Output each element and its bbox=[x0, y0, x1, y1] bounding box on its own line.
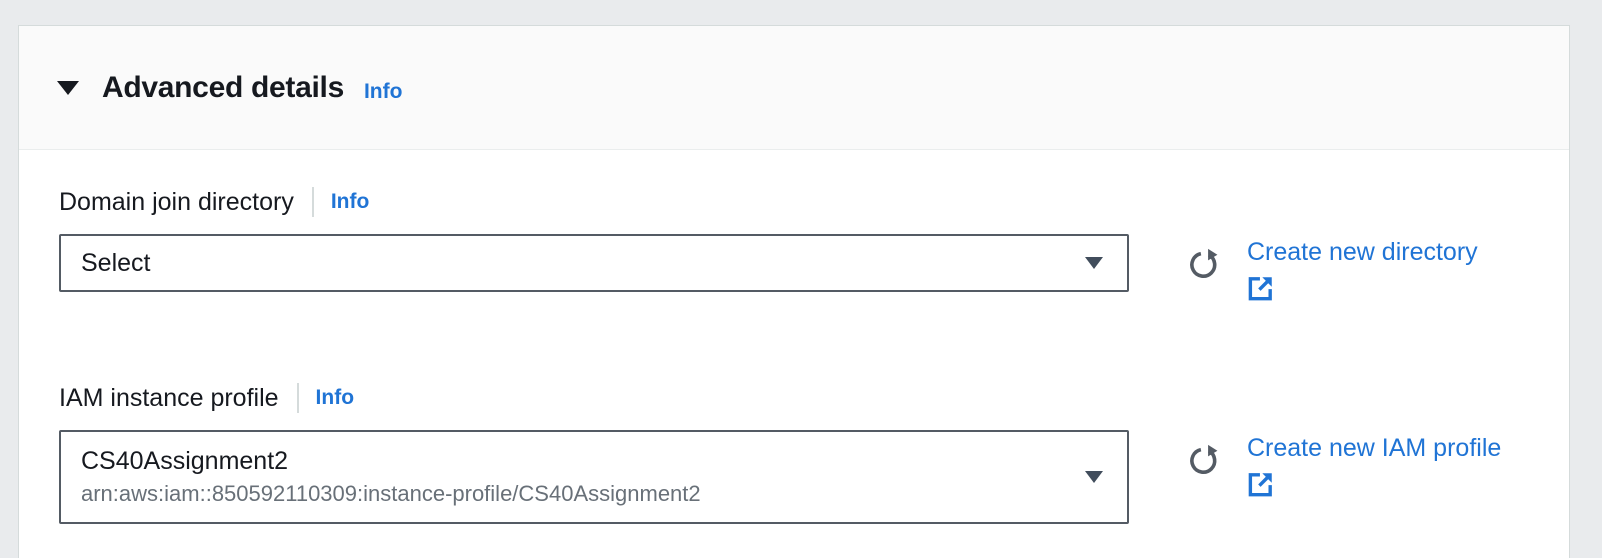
refresh-icon bbox=[1185, 442, 1221, 478]
advanced-details-panel: Advanced details Info Domain join direct… bbox=[18, 25, 1570, 558]
field-label-row: IAM instance profile Info bbox=[59, 382, 1569, 414]
domain-join-directory-select[interactable]: Select bbox=[59, 234, 1129, 292]
external-link-icon[interactable] bbox=[1247, 275, 1274, 302]
external-link-icon[interactable] bbox=[1247, 471, 1274, 498]
select-value: Select bbox=[81, 249, 151, 277]
create-new-directory-link[interactable]: Create new directory bbox=[1247, 236, 1478, 302]
select-value-description: arn:aws:iam::850592110309:instance-profi… bbox=[81, 481, 701, 506]
collapse-caret-icon[interactable] bbox=[57, 80, 79, 95]
select-value: CS40Assignment2 bbox=[81, 447, 289, 475]
label-divider bbox=[311, 187, 314, 217]
field-label-row: Domain join directory Info bbox=[59, 186, 1569, 218]
refresh-directories-button[interactable] bbox=[1185, 246, 1221, 282]
section-title: Advanced details bbox=[102, 70, 344, 104]
field-control-row: Select Create new directory bbox=[59, 234, 1569, 302]
field-group-iam-instance-profile: IAM instance profile Info CS40Assignment… bbox=[59, 382, 1569, 524]
iam-instance-profile-info-link[interactable]: Info bbox=[315, 386, 355, 409]
iam-instance-profile-select[interactable]: CS40Assignment2 arn:aws:iam::85059211030… bbox=[59, 430, 1129, 524]
section-info-link[interactable]: Info bbox=[363, 79, 403, 103]
field-group-domain-join-directory: Domain join directory Info Select bbox=[59, 186, 1569, 302]
label-divider bbox=[296, 383, 299, 413]
chevron-down-icon bbox=[1085, 257, 1103, 269]
advanced-details-body: Domain join directory Info Select bbox=[19, 150, 1569, 524]
chevron-down-icon bbox=[1085, 471, 1103, 483]
field-control-row: CS40Assignment2 arn:aws:iam::85059211030… bbox=[59, 430, 1569, 524]
iam-instance-profile-label: IAM instance profile bbox=[59, 383, 279, 412]
refresh-icon bbox=[1185, 246, 1221, 282]
advanced-details-header[interactable]: Advanced details Info bbox=[19, 26, 1569, 150]
create-new-iam-profile-link[interactable]: Create new IAM profile bbox=[1247, 432, 1501, 498]
domain-join-directory-info-link[interactable]: Info bbox=[330, 190, 370, 213]
refresh-iam-profiles-button[interactable] bbox=[1185, 442, 1221, 478]
domain-join-directory-label: Domain join directory bbox=[59, 187, 294, 216]
create-new-iam-profile-label: Create new IAM profile bbox=[1247, 434, 1502, 462]
create-new-directory-label: Create new directory bbox=[1247, 238, 1478, 266]
